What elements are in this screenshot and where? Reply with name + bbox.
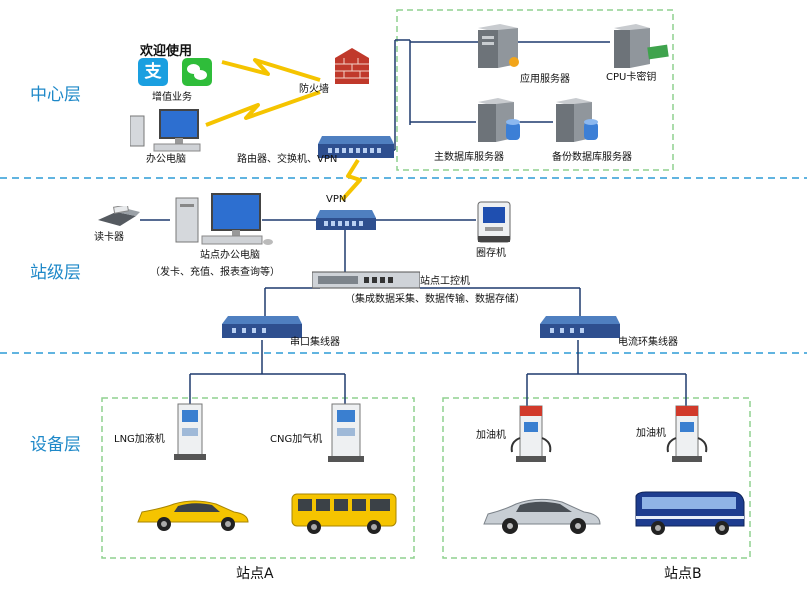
site-b-group-box — [442, 397, 751, 559]
lng-dispenser-label: LNG加液机 — [114, 434, 165, 445]
wireless-link-value-added — [221, 58, 321, 82]
sedan-icon — [483, 498, 601, 534]
cpu-card-key-label: CPU卡密钥 — [606, 72, 657, 83]
bus-icon — [291, 493, 397, 534]
station-controller-label: 站点工控机 — [420, 276, 470, 287]
router-switch-icon — [318, 136, 394, 158]
server-group-box — [396, 9, 674, 171]
coach-bus-icon — [635, 491, 745, 535]
fuel-dispenser-2-icon — [666, 405, 708, 462]
card-reader-icon — [98, 206, 140, 226]
main-db-server-icon — [478, 98, 520, 142]
firewall-icon — [335, 48, 369, 84]
station-controller-icon — [312, 271, 420, 289]
wireless-link-office-pc — [205, 90, 321, 127]
layer-center-label: 中心层 — [30, 85, 81, 105]
router-switch-label: 路由器、交换机、VPN — [237, 154, 338, 165]
app-server-label: 应用服务器 — [520, 74, 570, 85]
cng-dispenser-label: CNG加气机 — [270, 434, 323, 445]
cng-dispenser-icon — [328, 403, 364, 462]
station-pc-icon — [175, 193, 273, 245]
office-pc-icon — [130, 109, 201, 152]
top-up-kiosk-label: 圈存机 — [476, 248, 506, 259]
vpn-label: VPN — [326, 194, 347, 205]
fuel-dispenser-2-label: 加油机 — [636, 428, 666, 439]
wechat-pay-icon — [182, 58, 212, 86]
site-a-group-box — [101, 397, 415, 559]
value-added-title: 欢迎使用 — [140, 44, 193, 59]
lng-dispenser-icon — [174, 403, 206, 460]
current-loop-hub-icon — [540, 316, 620, 338]
fuel-dispenser-1-icon — [510, 405, 552, 462]
top-up-kiosk-icon — [477, 201, 511, 243]
main-db-server-label: 主数据库服务器 — [434, 152, 504, 163]
card-reader-label: 读卡器 — [94, 232, 124, 243]
wireless-link-vpn — [340, 158, 362, 202]
station-pc-note: （发卡、充值、报表查询等） — [150, 267, 280, 278]
station-vpn-switch-icon — [316, 210, 376, 230]
site-a-label: 站点A — [236, 566, 274, 582]
layer-device-label: 设备层 — [30, 435, 81, 455]
taxi-icon — [137, 500, 249, 531]
office-pc-label: 办公电脑 — [146, 154, 186, 165]
layer-station-label: 站级层 — [30, 263, 81, 283]
backup-db-server-label: 备份数据库服务器 — [552, 152, 632, 163]
cpu-card-key-icon — [614, 24, 669, 68]
station-controller-note: （集成数据采集、数据传输、数据存储） — [345, 294, 525, 305]
station-pc-label: 站点办公电脑 — [200, 250, 260, 261]
app-server-icon — [478, 24, 519, 68]
alipay-icon: 支 — [138, 58, 168, 86]
value-added-icon: 欢迎使用 支 — [134, 38, 220, 93]
fuel-dispenser-1-label: 加油机 — [476, 430, 506, 441]
serial-hub-label: 串口集线器 — [290, 337, 340, 348]
current-loop-hub-label: 电流环集线器 — [618, 337, 678, 348]
serial-hub-icon — [222, 316, 302, 338]
backup-db-server-icon — [556, 98, 598, 142]
value-added-label: 增值业务 — [152, 92, 192, 103]
firewall-label: 防火墙 — [299, 84, 329, 95]
site-b-label: 站点B — [664, 566, 702, 582]
